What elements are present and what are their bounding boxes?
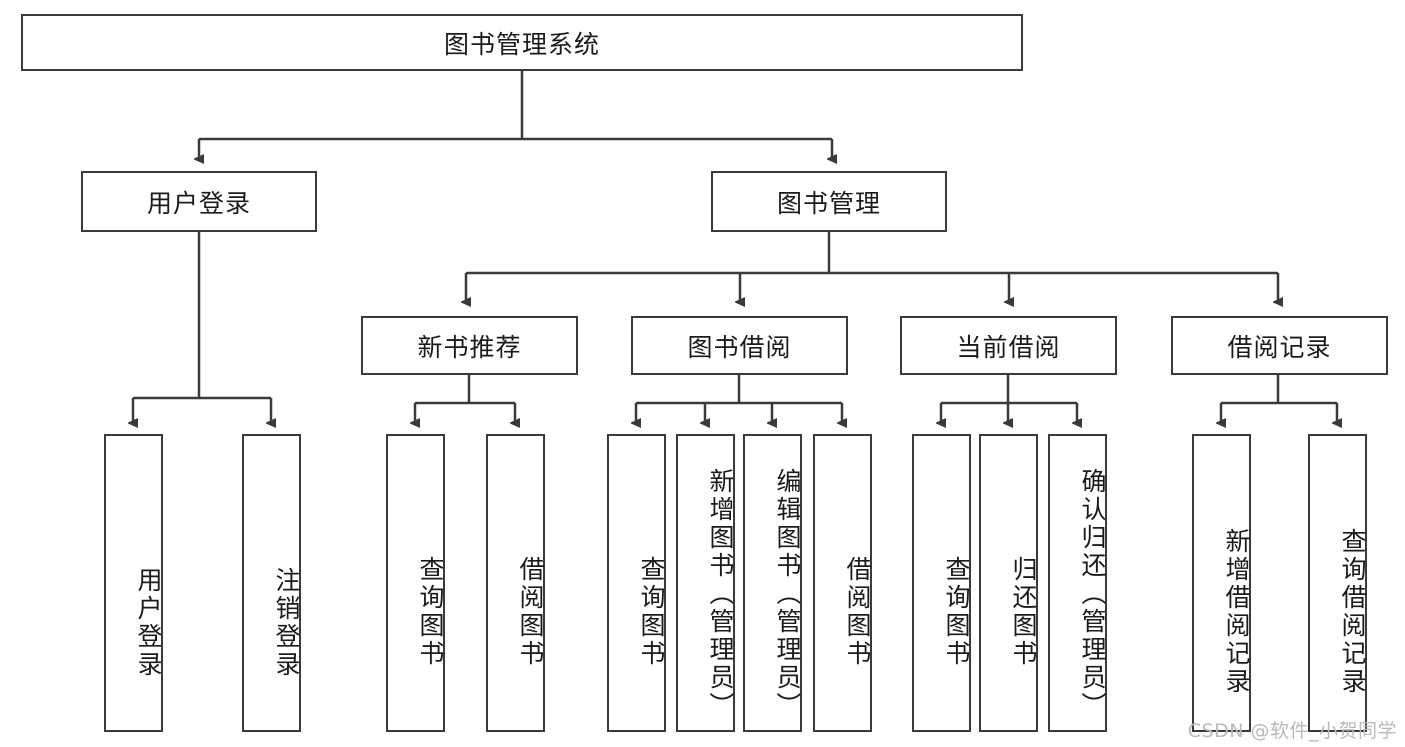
leaf-recommend-borrow-books[interactable]: 借阅图书 xyxy=(486,434,545,732)
leaf-current-return-books[interactable]: 归还图书 xyxy=(979,434,1038,732)
node-label: 借阅记录 xyxy=(1227,332,1332,362)
node-label: 用户登录 xyxy=(134,567,163,679)
leaf-current-confirm-return-admin[interactable]: 确认归还（管理员） xyxy=(1048,434,1107,732)
node-new-book-recommend[interactable]: 新书推荐 xyxy=(361,316,578,375)
node-label: 借阅图书 xyxy=(843,556,872,668)
leaf-user-logout[interactable]: 注销登录 xyxy=(242,434,301,732)
node-label: 图书借阅 xyxy=(687,332,792,362)
leaf-current-query-books[interactable]: 查询图书 xyxy=(912,434,971,732)
node-label: 查询图书 xyxy=(942,556,971,668)
node-label: 归还图书 xyxy=(1009,556,1038,668)
node-label: 查询图书 xyxy=(416,556,445,668)
node-root-book-management-system[interactable]: 图书管理系统 xyxy=(21,14,1023,71)
node-label: 新书推荐 xyxy=(417,332,522,362)
leaf-borrow-borrow-books[interactable]: 借阅图书 xyxy=(813,434,872,732)
watermark: CSDN @软件_小贺同学 xyxy=(1187,720,1397,742)
node-book-borrow[interactable]: 图书借阅 xyxy=(631,316,848,375)
node-label: 确认归还（管理员） xyxy=(1078,468,1107,720)
leaf-borrow-add-book-admin[interactable]: 新增图书（管理员） xyxy=(676,434,735,732)
node-label: 新增借阅记录 xyxy=(1222,528,1251,696)
node-current-borrow[interactable]: 当前借阅 xyxy=(900,316,1117,375)
node-label: 用户登录 xyxy=(146,188,251,218)
node-user-login[interactable]: 用户登录 xyxy=(81,171,317,232)
leaf-record-query-borrow-record[interactable]: 查询借阅记录 xyxy=(1308,434,1367,732)
leaf-borrow-edit-book-admin[interactable]: 编辑图书（管理员） xyxy=(743,434,802,732)
leaf-borrow-query-books[interactable]: 查询图书 xyxy=(607,434,666,732)
node-label: 查询图书 xyxy=(637,556,666,668)
node-label: 新增图书（管理员） xyxy=(706,468,735,720)
node-label: 图书管理系统 xyxy=(443,29,600,59)
leaf-user-login[interactable]: 用户登录 xyxy=(104,434,163,732)
node-label: 查询借阅记录 xyxy=(1338,528,1367,696)
node-label: 借阅图书 xyxy=(516,556,545,668)
node-label: 编辑图书（管理员） xyxy=(773,468,802,720)
node-label: 注销登录 xyxy=(272,567,301,679)
node-borrow-record[interactable]: 借阅记录 xyxy=(1171,316,1388,375)
node-label: 图书管理 xyxy=(776,188,881,218)
leaf-record-add-borrow-record[interactable]: 新增借阅记录 xyxy=(1192,434,1251,732)
leaf-recommend-query-books[interactable]: 查询图书 xyxy=(386,434,445,732)
node-label: 当前借阅 xyxy=(956,332,1061,362)
node-book-management[interactable]: 图书管理 xyxy=(711,171,947,232)
